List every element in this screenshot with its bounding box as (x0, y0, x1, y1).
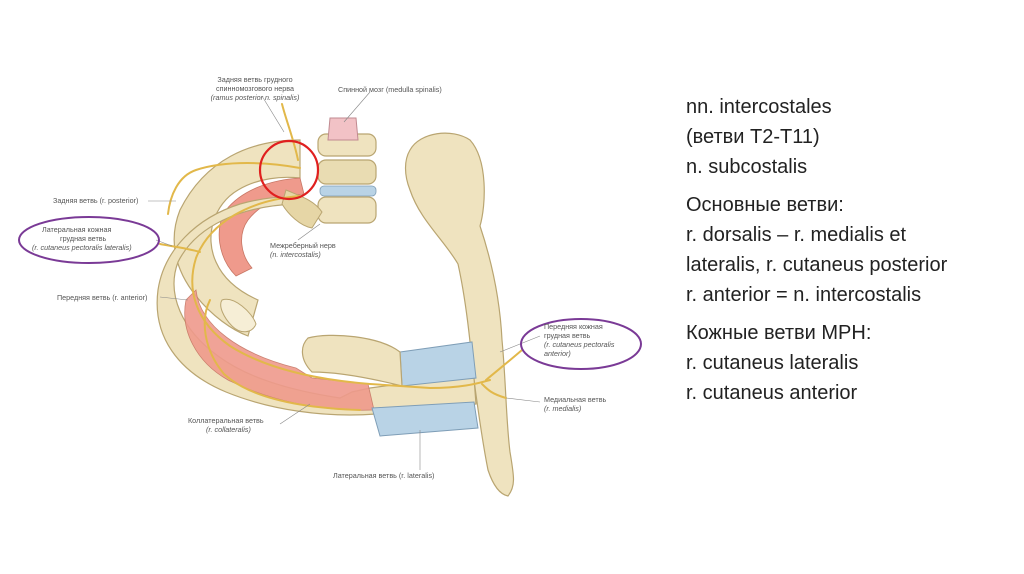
nerve-paths (159, 103, 523, 411)
note-line: nn. intercostales (686, 96, 832, 118)
label-intercostal-nerve-2: (n. intercostalis) (270, 250, 321, 259)
upper-rib (173, 139, 301, 337)
label-anterior-branch: Передняя ветвь (r. anterior) (57, 293, 147, 302)
note-line: r. cutaneus anterior (686, 382, 858, 404)
label-intercostal-nerve-1: Межреберный нерв (270, 241, 336, 250)
highlight-ellipse-left (18, 216, 160, 264)
note-line: (ветви T2-T11) (686, 126, 820, 148)
note-heading: Кожные ветви МРН: (686, 322, 872, 344)
notes-panel: nn. intercostales (ветви T2-T11) n. subc… (686, 92, 1016, 408)
label-collateral-branch-2: (r. collateralis) (206, 425, 251, 434)
figure-labels: Задняя ветвь грудного спинномозгового не… (32, 75, 615, 480)
highlight-ellipse-right (520, 318, 642, 370)
label-posterior-spinal-2: спинномозгового нерва (216, 84, 294, 93)
rib-cut-end (301, 334, 403, 387)
label-spinal-cord: Спинной мозг (medulla spinalis) (338, 85, 442, 94)
label-lateral-cutaneous-1: Латеральная кожная (42, 225, 111, 234)
note-line: lateralis, r. cutaneus posterior (686, 254, 948, 276)
highlight-circle-red (258, 139, 320, 201)
label-medial-branch-2: (r. medialis) (544, 404, 581, 413)
label-medial-branch-1: Медиальная ветвь (544, 395, 607, 404)
label-lateral-branch: Латеральная ветвь (r. lateralis) (333, 471, 434, 480)
label-collateral-branch-1: Коллатеральная ветвь (188, 416, 264, 425)
lower-rib (156, 196, 477, 416)
label-lateral-cutaneous-2: грудная ветвь (60, 234, 107, 243)
label-lateral-cutaneous-3: (r. cutaneus pectoralis lateralis) (32, 243, 132, 252)
sternum (404, 132, 515, 497)
label-posterior-spinal-3: (ramus posterior n. spinalis) (211, 93, 300, 102)
rib-cut-end-lateral (220, 298, 257, 333)
note-heading: Основные ветви: (686, 194, 844, 216)
lower-costal-cartilage (371, 401, 479, 437)
label-anterior-cutaneous-1: Передняя кожная (544, 322, 603, 331)
note-line: r. dorsalis – r. medialis et (686, 224, 907, 246)
note-line: n. subcostalis (686, 156, 808, 178)
label-anterior-cutaneous-3: (r. cutaneus pectoralis (544, 340, 615, 349)
label-posterior-branch: Задняя ветвь (r. posterior) (53, 196, 138, 205)
label-anterior-cutaneous-4: anterior) (544, 349, 571, 358)
upper-costal-cartilage (399, 341, 477, 387)
note-line: r. cutaneus lateralis (686, 352, 859, 374)
label-anterior-cutaneous-2: грудная ветвь (544, 331, 591, 340)
intercostal-nerve-illustration: Задняя ветвь грудного спинномозгового не… (18, 75, 642, 497)
label-posterior-spinal-1: Задняя ветвь грудного (217, 75, 292, 84)
note-line: r. anterior = n. intercostalis (686, 284, 922, 306)
